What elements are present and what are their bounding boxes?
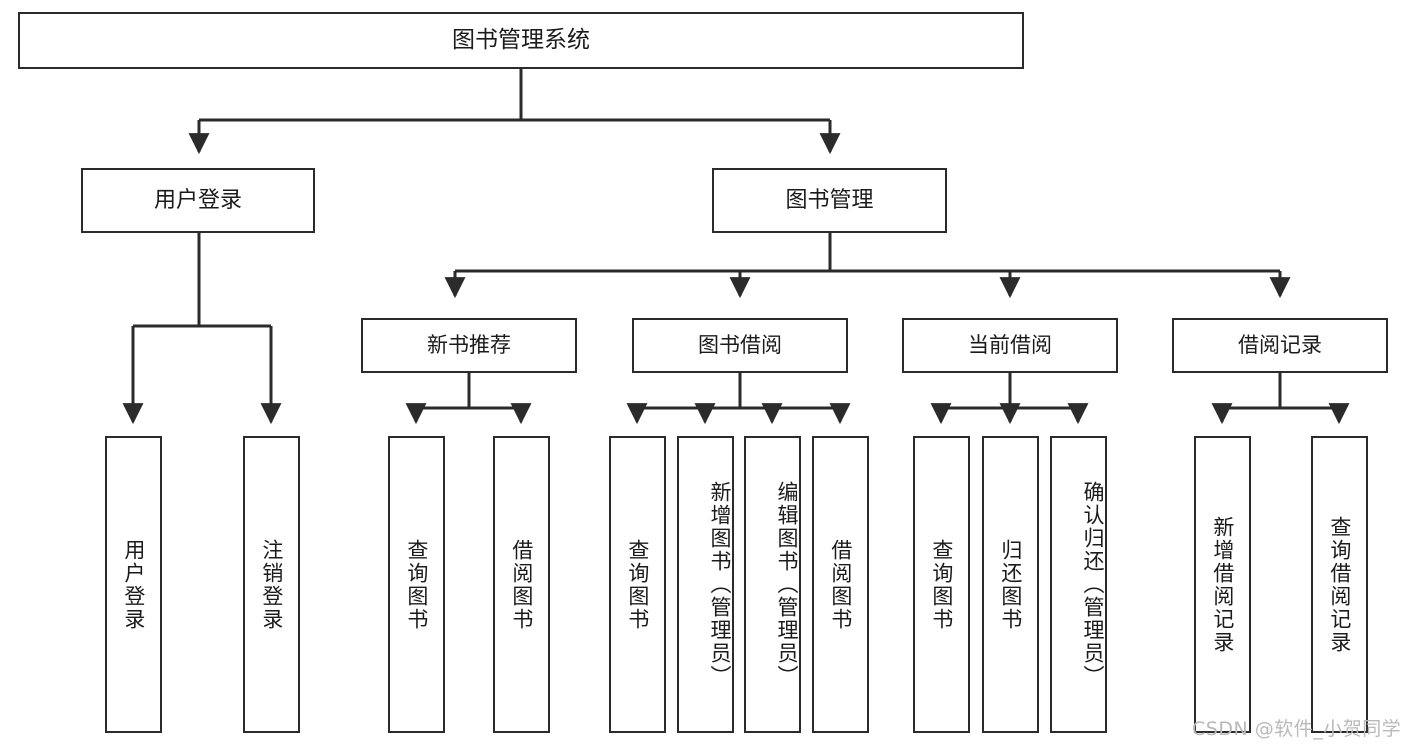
- node-current-borrow[interactable]: 当前借阅: [902, 318, 1118, 373]
- node-label: 用户登录: [121, 538, 146, 631]
- node-user-login[interactable]: 用户登录: [81, 168, 315, 233]
- node-label: 当前借阅: [968, 333, 1052, 358]
- node-label: 新增图书（管理员）: [708, 481, 732, 688]
- node-label: 注销登录: [259, 538, 284, 631]
- leaf-new-book-query-book[interactable]: 查询图书: [388, 436, 445, 733]
- node-label: 借阅记录: [1238, 333, 1322, 358]
- leaf-new-book-borrow-book[interactable]: 借阅图书: [493, 436, 550, 733]
- node-label: 归还图书: [998, 538, 1023, 631]
- node-label: 用户登录: [153, 187, 242, 213]
- leaf-book-borrow-borrow-book[interactable]: 借阅图书: [812, 436, 869, 733]
- leaf-book-borrow-query-book[interactable]: 查询图书: [609, 436, 666, 733]
- node-label: 图书管理系统: [452, 26, 590, 53]
- csdn-watermark: CSDN @软件_小贺同学: [1192, 718, 1402, 740]
- node-label: 确认归还（管理员）: [1081, 481, 1105, 688]
- leaf-user-login-login[interactable]: 用户登录: [105, 436, 162, 733]
- node-label: 借阅图书: [828, 538, 853, 631]
- node-label: 图书借阅: [698, 333, 782, 358]
- node-root-book-management-system[interactable]: 图书管理系统: [18, 12, 1024, 69]
- leaf-borrow-record-add-record[interactable]: 新增借阅记录: [1194, 436, 1251, 733]
- leaf-user-login-logout[interactable]: 注销登录: [243, 436, 300, 733]
- node-label: 借阅图书: [509, 538, 534, 631]
- leaf-book-borrow-edit-book-admin[interactable]: 编辑图书（管理员）: [744, 436, 801, 733]
- node-label: 查询图书: [929, 538, 954, 631]
- leaf-current-borrow-confirm-return-admin[interactable]: 确认归还（管理员）: [1050, 436, 1107, 733]
- node-label: 查询借阅记录: [1327, 515, 1352, 654]
- leaf-book-borrow-add-book-admin[interactable]: 新增图书（管理员）: [677, 436, 734, 733]
- node-book-borrow[interactable]: 图书借阅: [632, 318, 848, 373]
- node-label: 查询图书: [625, 538, 650, 631]
- leaf-current-borrow-query-book[interactable]: 查询图书: [913, 436, 970, 733]
- node-borrow-record[interactable]: 借阅记录: [1172, 318, 1388, 373]
- node-label: 图书管理: [785, 187, 874, 213]
- leaf-borrow-record-query-record[interactable]: 查询借阅记录: [1311, 436, 1368, 733]
- node-new-book-recommend[interactable]: 新书推荐: [361, 318, 577, 373]
- node-label: 编辑图书（管理员）: [775, 481, 799, 688]
- node-book-management[interactable]: 图书管理: [712, 168, 947, 233]
- node-label: 新书推荐: [427, 333, 511, 358]
- node-label: 新增借阅记录: [1210, 515, 1235, 654]
- node-label: 查询图书: [404, 538, 429, 631]
- leaf-current-borrow-return-book[interactable]: 归还图书: [982, 436, 1039, 733]
